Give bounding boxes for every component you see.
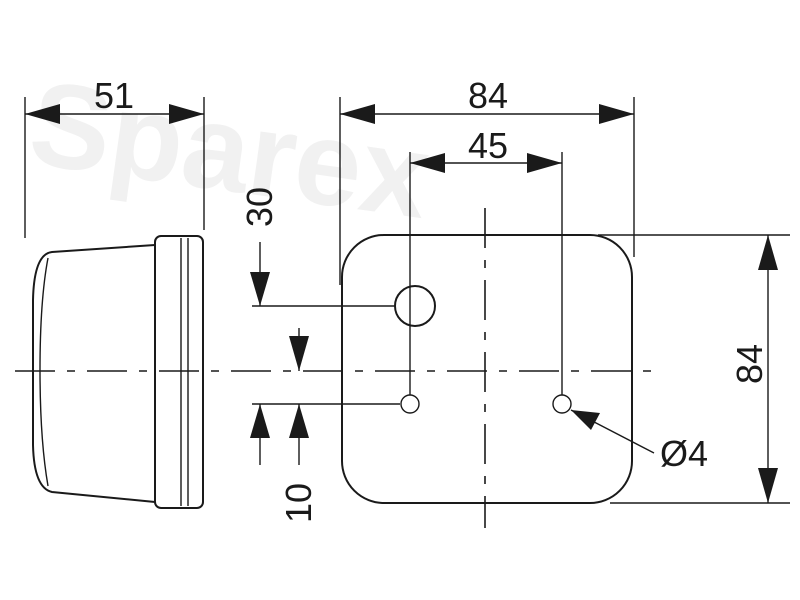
dimension-label: 84 <box>729 344 770 384</box>
arrow-head <box>599 104 634 124</box>
watermark: Sparex <box>22 56 437 244</box>
watermark-text: Sparex <box>22 56 437 244</box>
dimension-label: 10 <box>278 483 319 523</box>
dimension-label: 45 <box>468 125 508 166</box>
arrow-head <box>250 272 270 306</box>
dimension-label: Ø4 <box>660 433 708 474</box>
arrow-head <box>25 104 60 124</box>
arrow-head <box>169 104 204 124</box>
dimension-label: 84 <box>468 75 508 116</box>
arrow-head <box>410 153 445 173</box>
cable-hole <box>394 285 436 327</box>
dimension-side-depth: 51 <box>24 75 205 238</box>
lamp-front-outline <box>341 234 633 504</box>
arrow-head <box>250 404 270 438</box>
lamp-flange <box>154 235 204 509</box>
dimension-label: 30 <box>239 187 280 227</box>
side-view <box>32 235 204 509</box>
arrow-head <box>571 410 600 430</box>
dimension-label: 51 <box>94 75 134 116</box>
dimension-hole-offset: 10 <box>250 328 400 523</box>
front-view <box>341 208 633 528</box>
mounting-hole-right <box>552 394 572 414</box>
arrow-head <box>758 468 778 503</box>
dimension-top-offset: 30 <box>239 187 395 307</box>
dimension-hole-spacing: 45 <box>409 125 563 395</box>
arrow-head <box>289 336 309 371</box>
arrow-head <box>758 235 778 270</box>
dimension-overall-height: 84 <box>598 234 790 504</box>
lamp-lens-inner-edge <box>39 257 49 487</box>
dimension-hole-diameter: Ø4 <box>570 409 708 474</box>
arrow-head <box>289 404 309 438</box>
arrow-head <box>527 153 562 173</box>
mounting-hole-left <box>400 394 420 414</box>
lamp-lens-body <box>32 244 156 503</box>
dimension-overall-width: 84 <box>339 75 635 285</box>
arrow-head <box>340 104 375 124</box>
